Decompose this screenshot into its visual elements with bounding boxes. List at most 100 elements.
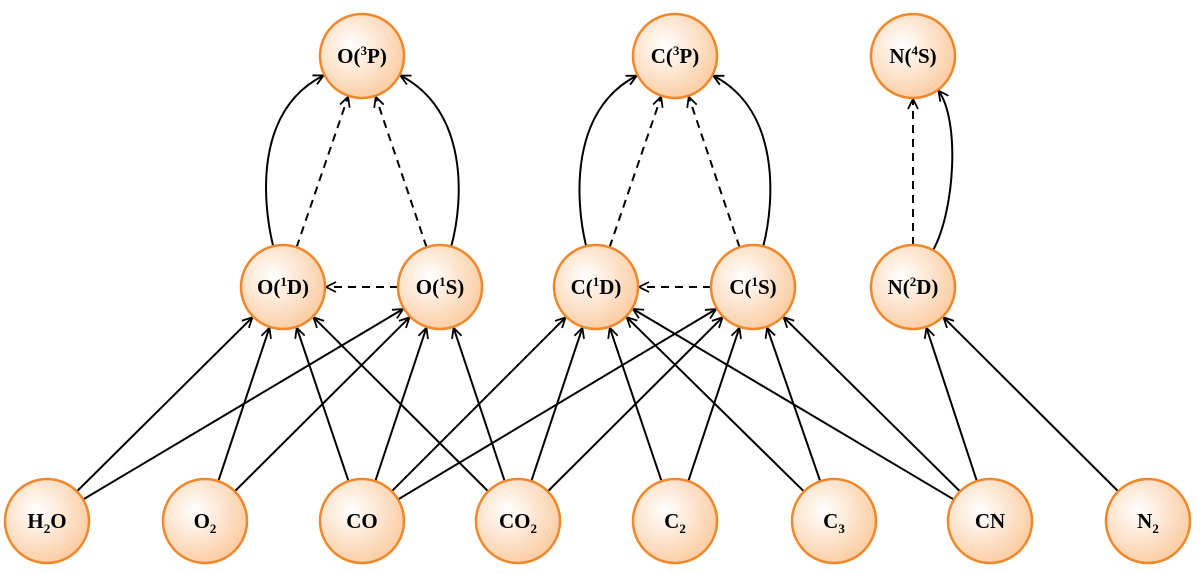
node-label: CO2 (499, 509, 537, 536)
node-label: C(1D) (571, 274, 622, 299)
node-circle (1104, 477, 1192, 565)
node-o1d: O(1D) (239, 243, 327, 331)
label-part: 1 (751, 274, 758, 289)
label-part: CN (975, 509, 1005, 533)
label-part: O (194, 509, 210, 533)
edge-n2-to-n2d (943, 317, 1119, 493)
label-part: D) (916, 275, 938, 299)
node-circle (396, 243, 484, 331)
label-part: C( (729, 275, 751, 299)
node-circle (3, 477, 91, 565)
label-part: 2 (679, 521, 686, 536)
node-circle (239, 243, 327, 331)
label-part: 3 (361, 43, 368, 58)
node-circle (869, 243, 957, 331)
node-co: CO (318, 477, 406, 565)
label-part: H (27, 509, 43, 533)
edge-h2o-to-o1d (76, 317, 253, 493)
node-label: C3 (823, 509, 845, 536)
label-part: C (823, 509, 838, 533)
node-n2d: N(2D) (869, 243, 957, 331)
edge-c3-to-c1d (627, 317, 805, 493)
edge-co2-to-o1d (313, 317, 489, 493)
node-circle (552, 243, 640, 331)
label-part: C( (651, 44, 673, 68)
node-label: C(3P) (651, 43, 700, 68)
label-part: P) (679, 44, 699, 68)
node-circle (631, 12, 719, 100)
label-part: N( (888, 275, 910, 299)
edge-o1d-to-o3p-dashed (295, 97, 348, 248)
node-label: N(4S) (889, 43, 936, 68)
label-part: CO (346, 509, 378, 533)
label-part: 1 (280, 274, 287, 289)
label-part: P) (367, 44, 387, 68)
node-cn: CN (946, 477, 1034, 565)
node-h2o: H2O (3, 477, 91, 565)
node-label: H2O (27, 509, 66, 536)
node-circle (474, 477, 562, 565)
node-circle (709, 243, 797, 331)
label-part: 2 (210, 521, 217, 536)
edge-co2-to-c1d (530, 328, 582, 482)
node-label: CO (346, 509, 378, 533)
label-part: 1 (593, 274, 600, 289)
node-label: O(1S) (416, 274, 465, 299)
node-n4s: N(4S) (869, 12, 957, 100)
edge-o2-to-o1d (217, 328, 269, 482)
node-co2: CO2 (474, 477, 562, 565)
label-part: O( (257, 275, 280, 299)
node-o1s: O(1S) (396, 243, 484, 331)
label-part: 2 (910, 274, 917, 289)
edge-o1d-to-o3p (265, 75, 324, 247)
edge-co-to-o1d (297, 328, 350, 482)
node-c3: C3 (790, 477, 878, 565)
edge-cn-to-n2d (926, 328, 978, 482)
node-circle (790, 477, 878, 565)
node-n2: N2 (1104, 477, 1192, 565)
label-part: O( (416, 275, 439, 299)
label-part: 1 (439, 274, 446, 289)
node-o2: O2 (161, 477, 249, 565)
label-part: O (50, 509, 66, 533)
node-label: N2 (1137, 509, 1159, 536)
edge-c2-to-c1d (610, 328, 663, 482)
label-part: C( (571, 275, 593, 299)
node-c2: C2 (631, 477, 719, 565)
node-circle (318, 477, 406, 565)
label-part: 3 (838, 521, 845, 536)
nodes-layer: O(3P)C(3P)N(4S)O(1D)O(1S)C(1D)C(1S)N(2D)… (3, 12, 1192, 565)
node-circle (946, 477, 1034, 565)
edge-cn-to-c1d (633, 309, 955, 501)
node-label: O(3P) (337, 43, 387, 68)
edge-n2d-to-n4s (932, 91, 954, 251)
label-part: D) (599, 275, 621, 299)
edge-c1s-to-c3p (713, 76, 772, 247)
label-part: 4 (911, 43, 918, 58)
edge-c1d-to-c3p (578, 76, 636, 247)
label-part: CO (499, 509, 531, 533)
node-circle (318, 12, 406, 100)
label-part: S) (446, 275, 465, 299)
label-part: 2 (1152, 521, 1159, 536)
node-label: C(1S) (729, 274, 776, 299)
node-label: O2 (194, 509, 217, 536)
node-label: C2 (664, 509, 686, 536)
node-c3p: C(3P) (631, 12, 719, 100)
node-circle (161, 477, 249, 565)
label-part: C (664, 509, 679, 533)
label-part: N( (889, 44, 911, 68)
edge-co2-to-o1s (454, 328, 506, 482)
label-part: D) (287, 275, 309, 299)
node-c1d: C(1D) (552, 243, 640, 331)
edge-c2-to-c1s (687, 328, 739, 482)
edges-layer (76, 75, 1119, 501)
node-label: CN (975, 509, 1005, 533)
node-label: N(2D) (888, 274, 939, 299)
node-label: O(1D) (257, 274, 309, 299)
edge-c1d-to-c3p-dashed (608, 97, 661, 248)
label-part: O( (337, 44, 360, 68)
label-part: 3 (673, 43, 680, 58)
edge-c1s-to-c3p-dashed (689, 97, 741, 248)
